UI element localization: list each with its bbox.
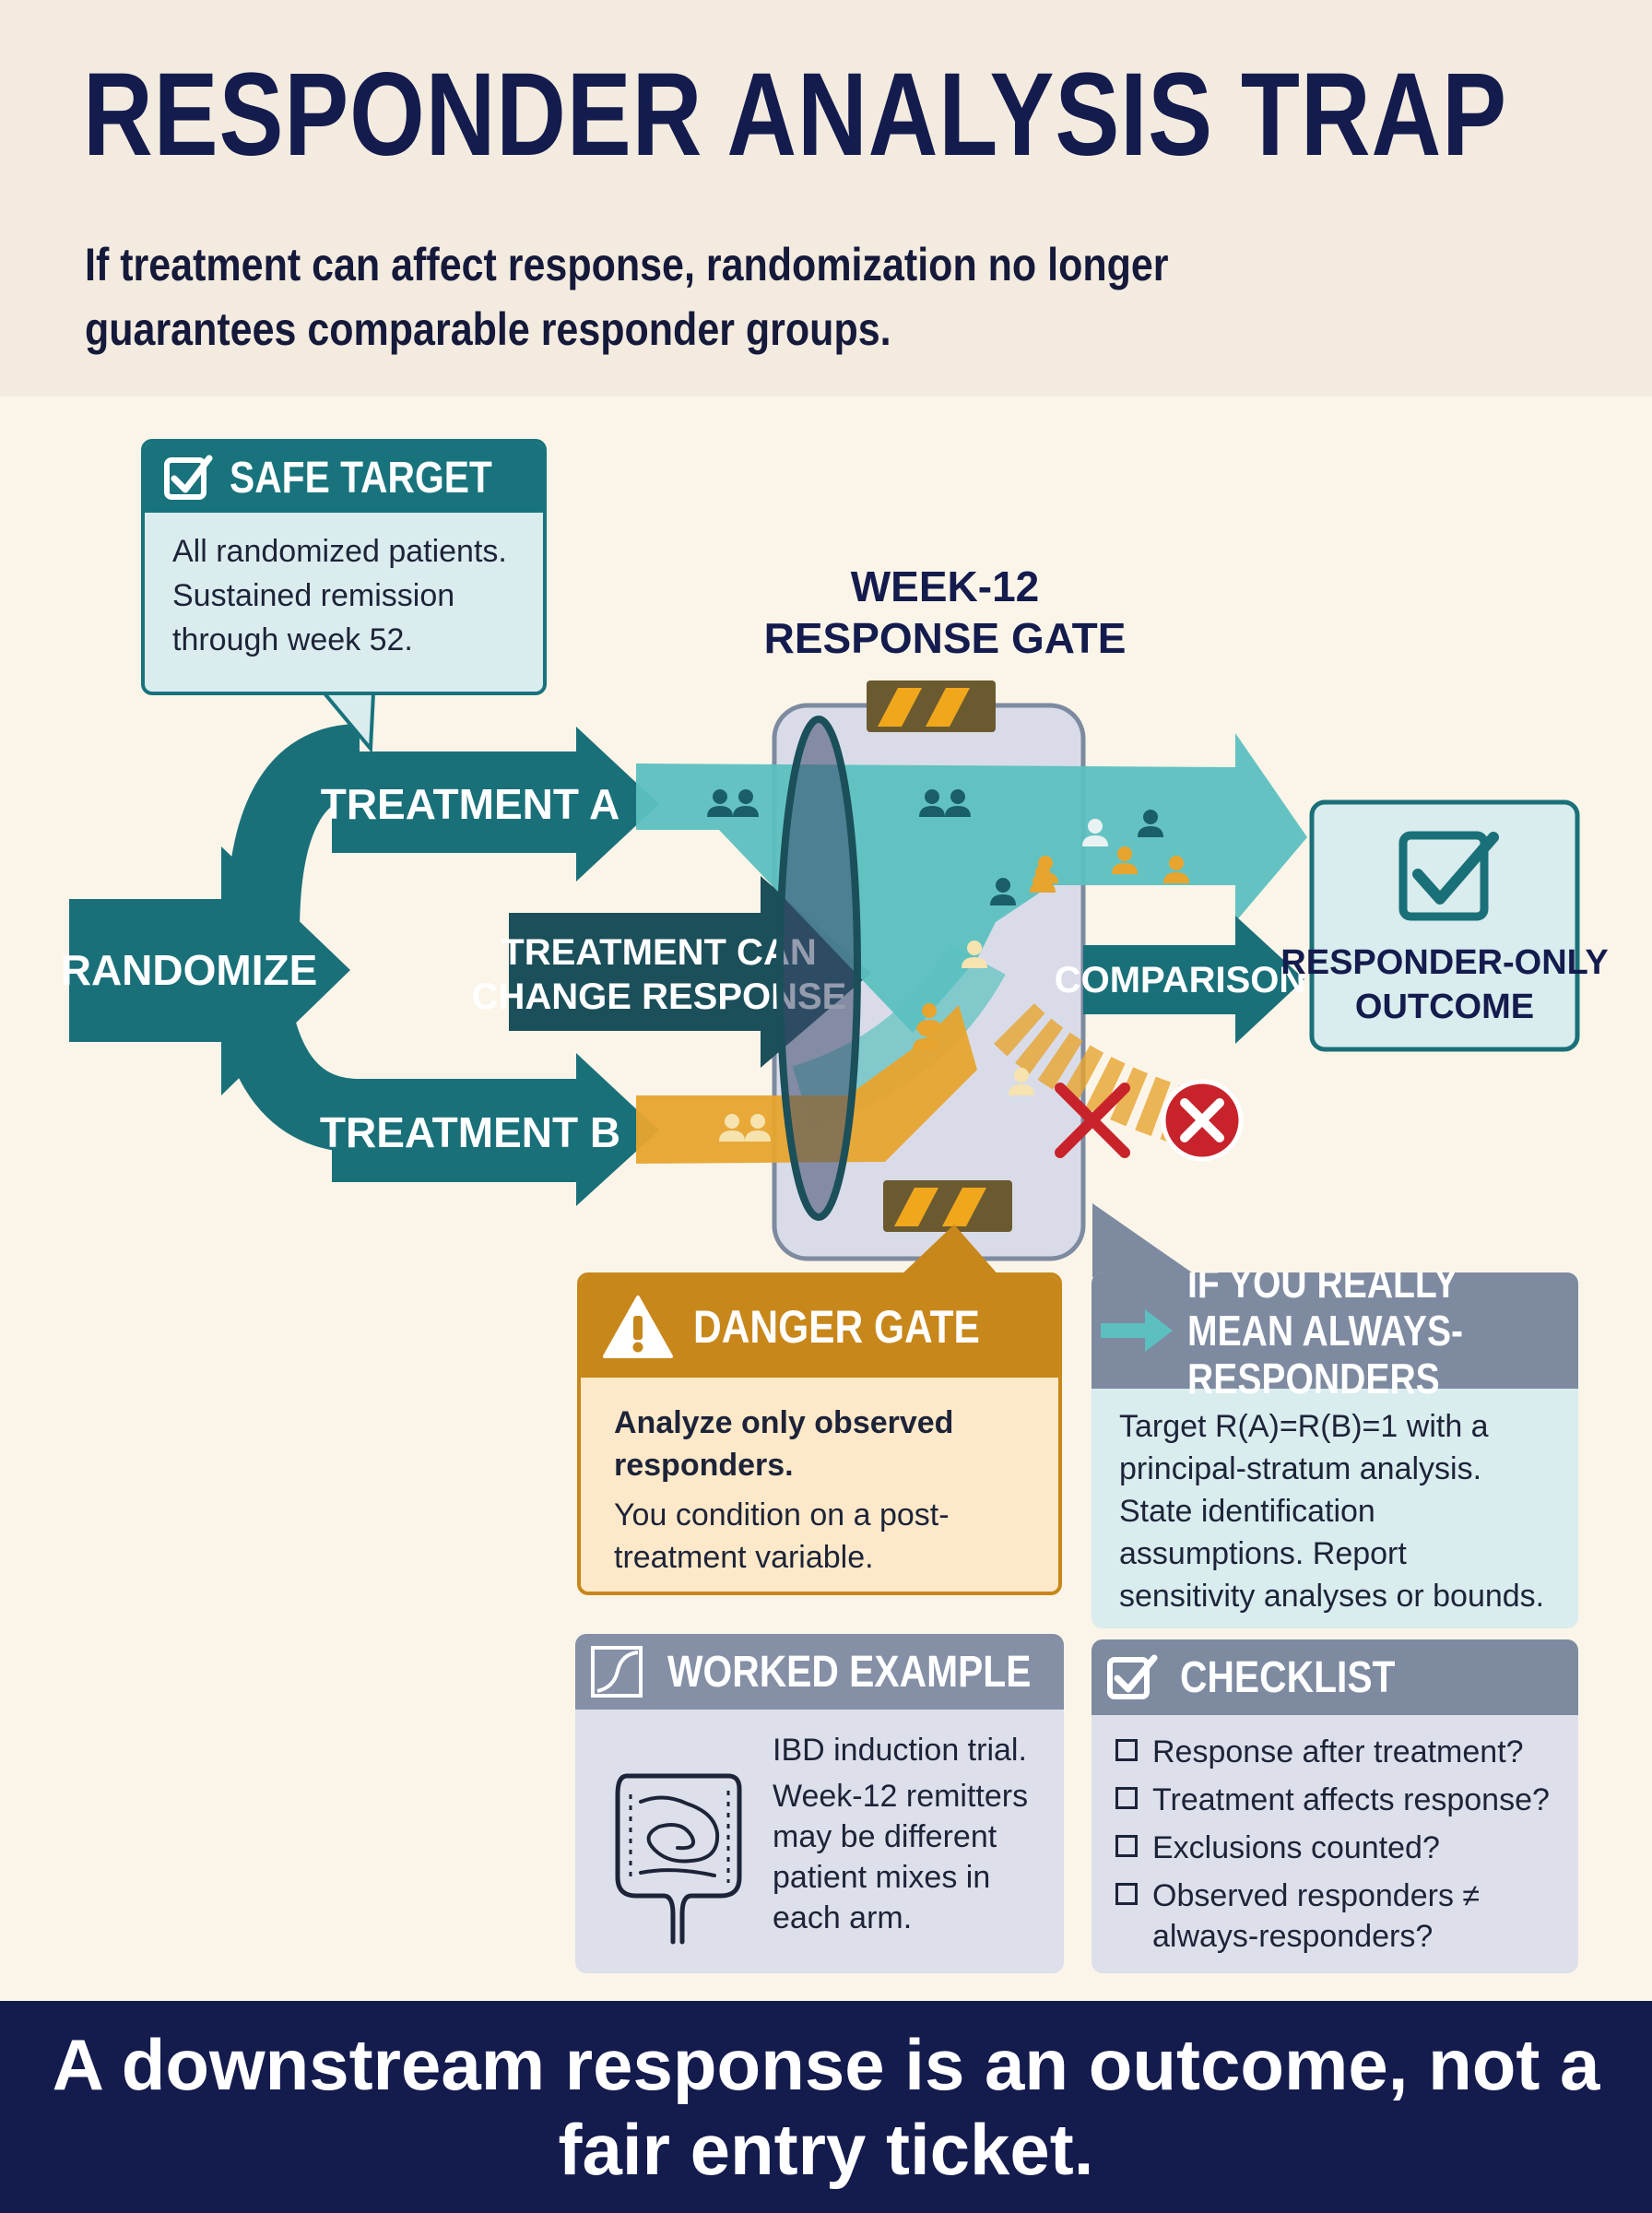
danger-gate-header: DANGER GATE	[581, 1276, 1058, 1378]
check-icon	[1398, 831, 1489, 921]
treatment-a-arrow: TREATMENT A	[321, 727, 659, 882]
safe-target-header: SAFE TARGET	[145, 443, 543, 513]
change-response-label-1: TREATMENT CAN	[502, 932, 816, 973]
danger-gate-pointer	[899, 1225, 1000, 1277]
checkbox-icon[interactable]	[1115, 1835, 1138, 1857]
always-responders-card: IF YOU REALLY MEAN ALWAYS-RESPONDERS Tar…	[1092, 1272, 1578, 1628]
danger-gate-title: DANGER GATE	[693, 1301, 980, 1353]
x-circle-icon	[1161, 1079, 1244, 1162]
checklist-item[interactable]: Observed responders ≠ always-responders?	[1115, 1876, 1554, 1957]
gate-bottom-hazard-stripes	[894, 1188, 986, 1226]
outcome-label-2: OUTCOME	[1355, 988, 1534, 1026]
worked-example-card: WORKED EXAMPLE IBD induction trial. Week…	[575, 1634, 1064, 1973]
excluded-stream	[994, 1002, 1189, 1143]
checkbox-icon	[164, 455, 213, 500]
footer-text: A downstream response is an outcome, not…	[52, 2024, 1600, 2190]
worked-example-title: WORKED EXAMPLE	[667, 1647, 1032, 1697]
checklist-item[interactable]: Treatment affects response?	[1115, 1780, 1554, 1820]
danger-gate-detail: You condition on a post-treatment variab…	[614, 1497, 950, 1575]
safe-target-title: SAFE TARGET	[230, 453, 492, 503]
randomize-arrow: RANDOMIZE	[61, 724, 361, 1153]
arrow-right-icon	[1101, 1309, 1173, 1352]
worked-example-line2: Week-12 remitters may be different patie…	[773, 1779, 1029, 1935]
checklist-item[interactable]: Response after treatment?	[1115, 1732, 1554, 1772]
treatment-a-label: TREATMENT A	[321, 780, 620, 828]
checklist-items: Response after treatment? Treatment affe…	[1115, 1732, 1554, 1957]
footer-banner: A downstream response is an outcome, not…	[0, 2001, 1652, 2213]
safe-target-line1: All randomized patients.	[172, 534, 507, 569]
checkbox-icon[interactable]	[1115, 1883, 1138, 1905]
warning-icon	[603, 1296, 673, 1358]
danger-gate-card: DANGER GATE Analyze only observed respon…	[577, 1272, 1062, 1595]
flow-diagram: WEEK-12 RESPONSE GATE RANDOMIZE TREATMEN…	[61, 562, 1609, 1277]
treatment-b-stream	[636, 1005, 977, 1164]
responder-only-outcome-box: RESPONDER-ONLY OUTCOME	[1280, 799, 1609, 1052]
gate-title-line2: RESPONSE GATE	[764, 614, 1127, 662]
treatment-b-arrow: TREATMENT B	[320, 1053, 659, 1206]
intestine-icon	[615, 1773, 742, 1945]
treatment-b-label: TREATMENT B	[320, 1108, 620, 1156]
x-mark-icon	[1055, 1083, 1130, 1158]
comparison-label: COMPARISON	[1055, 960, 1306, 1000]
gate-title-line1: WEEK-12	[851, 562, 1039, 610]
checklist-header: CHECKLIST	[1092, 1639, 1578, 1715]
outcome-label-1: RESPONDER-ONLY	[1280, 943, 1608, 982]
worked-example-header: WORKED EXAMPLE	[575, 1634, 1064, 1710]
always-responders-title: IF YOU REALLY MEAN ALWAYS-RESPONDERS	[1187, 1272, 1464, 1402]
randomize-label: RANDOMIZE	[61, 946, 318, 994]
danger-gate-strong: Analyze only observed responders.	[614, 1405, 954, 1483]
safe-target-line2: Sustained remission through week 52.	[172, 578, 455, 657]
always-responders-pointer	[1092, 1203, 1198, 1277]
checkbox-icon[interactable]	[1115, 1739, 1138, 1761]
always-responders-body: Target R(A)=R(B)=1 with a principal-stra…	[1119, 1409, 1545, 1614]
safe-target-card: SAFE TARGET All randomized patients. Sus…	[141, 439, 547, 695]
checklist-card: CHECKLIST Response after treatment? Trea…	[1092, 1639, 1578, 1973]
checkbox-icon	[1107, 1654, 1158, 1699]
checklist-title: CHECKLIST	[1180, 1652, 1396, 1702]
page-title: RESPONDER ANALYSIS TRAP	[83, 49, 1507, 181]
worked-example-line1: IBD induction trial.	[773, 1733, 1027, 1768]
comparison-arrow: COMPARISON	[1055, 916, 1306, 1044]
response-gate-ring	[776, 716, 861, 1221]
gate-top-hazard-stripes	[878, 688, 970, 727]
header: RESPONDER ANALYSIS TRAP If treatment can…	[0, 0, 1652, 396]
always-responders-header: IF YOU REALLY MEAN ALWAYS-RESPONDERS	[1092, 1272, 1578, 1402]
checklist-item[interactable]: Exclusions counted?	[1115, 1828, 1554, 1868]
page-subtitle: If treatment can affect response, random…	[85, 239, 1169, 355]
checkbox-icon[interactable]	[1115, 1787, 1138, 1809]
chart-curve-icon	[591, 1646, 643, 1698]
